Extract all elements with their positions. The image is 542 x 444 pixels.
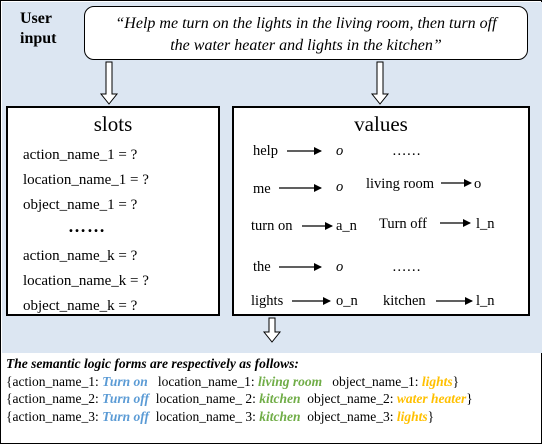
logic-forms-section: The semantic logic forms are respectivel…	[6, 355, 536, 439]
row3-action-value: Turn off	[102, 408, 149, 424]
row3-end: }	[427, 408, 435, 424]
tag-living-room: o	[474, 176, 482, 192]
tag-kitchen: l_n	[476, 293, 495, 309]
user-label-line-1: User	[20, 10, 52, 27]
logic-form-row-1: {action_name_1: Turn on location_name_1:…	[6, 373, 536, 391]
slot-location-k: location_name_k = ?	[23, 273, 149, 289]
row1-object-value: lights	[421, 373, 453, 389]
slots-title: slots	[93, 112, 133, 136]
row2-action-value: Turn off	[102, 391, 149, 406]
row3-action-label: {action_name_3:	[6, 408, 103, 424]
row2-end: }	[466, 391, 473, 406]
row1-location-label: location_name_1:	[147, 373, 258, 389]
slot-ellipsis: ……	[68, 216, 106, 236]
user-input-label: User input	[20, 9, 56, 49]
row1-action-value: Turn on	[102, 373, 148, 389]
word-me: me	[253, 181, 271, 197]
word-help: help	[253, 143, 278, 159]
row1-location-value: living room	[257, 373, 323, 389]
word-kitchen: kitchen	[383, 293, 426, 309]
tag-turn-on: a_n	[336, 218, 357, 234]
logic-form-row-2: {action_name_2: Turn off location_name_ …	[6, 390, 536, 408]
row2-location-label: location_name_ 2:	[148, 391, 260, 406]
row3-location-value: kitchen	[259, 408, 301, 424]
right-ellipsis-2: ……	[392, 259, 421, 275]
hollow-arrow-left	[99, 61, 119, 105]
tag-turn-off: l_n	[476, 216, 495, 232]
user-input-line-1: “Help me turn on the lights in the livin…	[115, 15, 497, 32]
row3-object-label: object_name_3:	[300, 408, 397, 424]
tag-help: o	[336, 143, 344, 159]
word-living-room: living room	[366, 176, 435, 192]
word-the: the	[253, 259, 271, 275]
tag-the: o	[336, 259, 344, 275]
row1-object-label: object_name_1:	[322, 373, 422, 389]
row1-action-label: {action_name_1:	[6, 373, 103, 389]
word-turn-on: turn on	[251, 218, 293, 234]
row2-object-label: object_name_2:	[300, 391, 397, 406]
right-ellipsis-1: ……	[392, 143, 421, 159]
slot-action-1: action_name_1 = ?	[23, 147, 138, 163]
values-title: values	[354, 112, 408, 136]
slot-object-1: object_name_1 = ?	[23, 197, 138, 213]
user-label-line-2: input	[20, 30, 57, 47]
slot-action-k: action_name_k = ?	[23, 248, 138, 264]
slot-location-1: location_name_1 = ?	[23, 172, 149, 188]
tag-lights: o_n	[336, 293, 358, 309]
logic-forms-title: The semantic logic forms are respectivel…	[6, 356, 299, 371]
hollow-arrow-bottom	[262, 317, 282, 343]
tag-me: o	[336, 179, 344, 195]
row3-object-value: lights	[396, 408, 428, 424]
word-lights: lights	[251, 293, 284, 309]
row2-object-value: water heater	[396, 391, 467, 406]
row1-end: }	[452, 373, 460, 389]
logic-form-row-3: {action_name_3: Turn off location_name_ …	[6, 408, 536, 426]
slots-panel: slots action_name_1 = ? location_name_1 …	[6, 106, 220, 316]
values-panel: values	[232, 106, 530, 316]
row2-action-label: {action_name_2:	[6, 391, 103, 406]
row3-location-label: location_name_ 3:	[148, 408, 260, 424]
user-input-line-2: the water heater and lights in the kitch…	[170, 37, 442, 54]
row2-location-value: kitchen	[259, 391, 301, 406]
word-turn-off: Turn off	[379, 216, 427, 232]
user-input-bubble: “Help me turn on the lights in the livin…	[84, 6, 528, 60]
slot-object-k: object_name_k = ?	[23, 298, 138, 314]
hollow-arrow-right	[370, 61, 390, 105]
